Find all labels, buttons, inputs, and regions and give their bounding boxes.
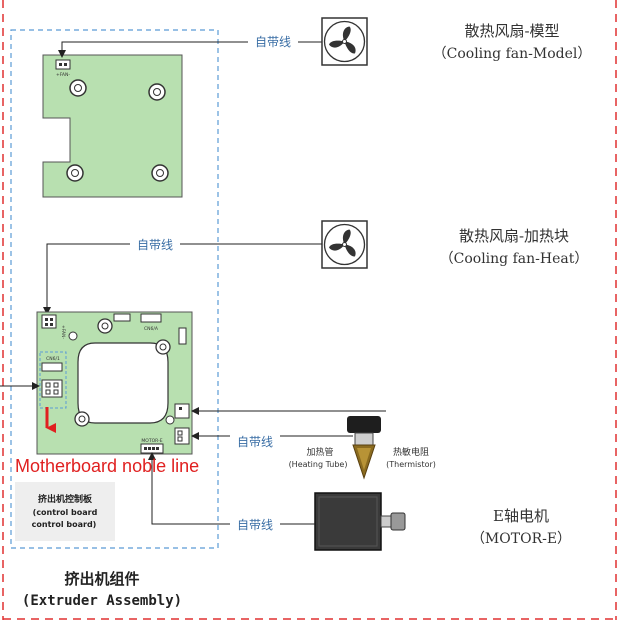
control-board-en-2: control board)	[32, 520, 97, 529]
fan-model-title-cn: 散热风扇-模型	[464, 22, 559, 40]
thermistor-cn: 热敏电阻	[393, 446, 429, 458]
pcb-fan-label-2: +FAN-	[60, 325, 66, 339]
control-board-cn: 挤出机控制板	[38, 493, 93, 505]
motor-icon	[314, 492, 406, 551]
assembly-title-en: (Extruder Assembly)	[22, 593, 182, 609]
assembly-title-cn: 挤出机组件	[64, 570, 139, 588]
assembly-box	[10, 29, 219, 549]
wire-label-4: 自带线	[237, 518, 273, 532]
pcb-motor-label: MOTOR-E	[141, 438, 162, 444]
fan-model-title-en: （Cooling fan-Model）	[433, 46, 592, 62]
fan-heat-icon	[321, 220, 368, 269]
fan-heat-title-cn: 散热风扇-加热块	[459, 227, 569, 245]
thermistor-en: (Thermistor)	[386, 460, 436, 469]
control-board: +FAN- CN6/A CN6/1 MOTOR-E	[36, 311, 193, 455]
motor-title-en: （MOTOR-E）	[471, 531, 571, 547]
wire-fan-model	[58, 41, 322, 58]
heating-tube-en: (Heating Tube)	[289, 460, 348, 469]
motor-title-cn: E轴电机	[493, 507, 549, 525]
motherboard-line-label: Motherboard noble line	[15, 456, 199, 476]
pcb-cn-label-2: CN6/A	[144, 326, 159, 332]
wire-label-1: 自带线	[255, 35, 291, 49]
wire-label-3: 自带线	[237, 435, 273, 449]
control-board-en-1: (control board	[33, 508, 98, 517]
wire-label-2: 自带线	[137, 238, 173, 252]
wire-fan-heat	[43, 243, 322, 315]
fan-heat-title-en: （Cooling fan-Heat）	[440, 251, 589, 267]
fan-model-icon	[321, 17, 368, 66]
pcb-cn-label: CN6/1	[46, 356, 60, 362]
nozzle-icon	[347, 416, 381, 480]
pcb-fan-label: +FAN-	[56, 72, 70, 78]
control-board-caption-box	[15, 482, 115, 541]
fan-board: +FAN-	[42, 54, 183, 198]
heating-tube-cn: 加热管	[306, 446, 333, 458]
